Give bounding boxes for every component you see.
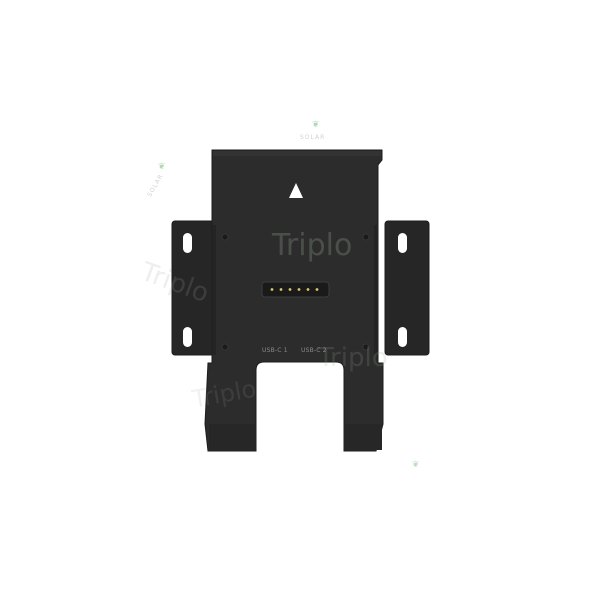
- left-side-panel: [212, 225, 216, 355]
- right-leg-shade: [345, 424, 382, 450]
- up-arrow-icon: [289, 183, 303, 198]
- pogo-connector: [261, 281, 330, 298]
- left-leg-shade: [209, 424, 255, 450]
- right-ear-slot-bottom: [398, 327, 407, 347]
- right-side-panel: [374, 225, 378, 355]
- bracket-body: [204, 149, 384, 452]
- usb-c-1-label: USB-C 1: [262, 347, 288, 354]
- pin: [306, 288, 310, 291]
- pin: [315, 288, 319, 291]
- left-ear-slot-bottom: [183, 327, 192, 347]
- right-mounting-ear: [384, 220, 430, 356]
- top-lip: [213, 151, 381, 156]
- left-ear-slot-top: [183, 233, 192, 253]
- screw-bottom-left: [221, 343, 229, 351]
- pin: [297, 288, 301, 291]
- pin: [270, 288, 274, 291]
- screw-bottom-right: [362, 343, 370, 351]
- right-ear-slot-top: [398, 233, 407, 253]
- pin: [279, 288, 283, 291]
- left-mounting-ear: [171, 220, 215, 356]
- pin: [288, 288, 292, 291]
- screw-top-right: [362, 233, 370, 241]
- usb-c-2-label: USB-C 2: [301, 347, 327, 354]
- screw-top-left: [221, 233, 229, 241]
- connector-pins: [270, 288, 319, 291]
